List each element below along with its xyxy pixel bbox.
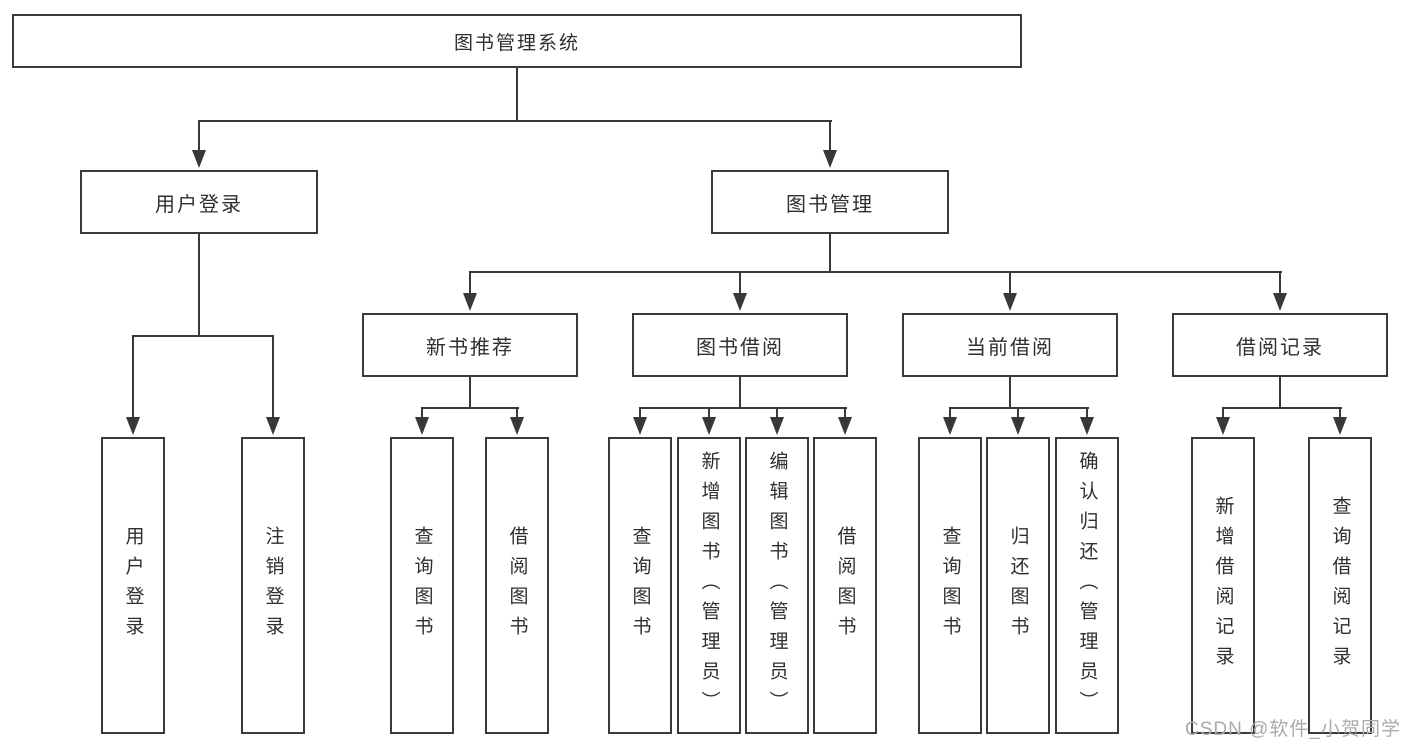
connector-line (829, 234, 831, 272)
connector-line (198, 120, 832, 122)
arrow-down-icon (733, 293, 747, 311)
csdn-watermark: CSDN @软件_小贺同学 (1185, 719, 1401, 740)
connector-line (739, 271, 741, 295)
leaf-cb-return-books: 归还图书 (986, 437, 1050, 734)
leaf-br-add-record: 新增借阅记录 (1191, 437, 1255, 734)
connector-line (132, 335, 274, 337)
leaf-label: 借阅图书 (506, 525, 528, 646)
connector-line (421, 407, 519, 409)
node-label: 图书借阅 (696, 336, 784, 359)
leaf-label: 注销登录 (262, 525, 284, 646)
node-book-management: 图书管理 (711, 170, 949, 234)
connector-line (1222, 407, 1342, 409)
connector-line (198, 120, 200, 151)
arrow-down-icon (702, 417, 716, 435)
leaf-cb-query-books: 查询图书 (918, 437, 982, 734)
arrow-down-icon (943, 417, 957, 435)
arrow-down-icon (510, 417, 524, 435)
connector-line (1222, 407, 1224, 418)
leaf-label: 新增借阅记录 (1212, 495, 1234, 676)
node-label: 新书推荐 (426, 336, 514, 359)
connector-line (639, 407, 641, 418)
arrow-down-icon (1273, 293, 1287, 311)
arrow-down-icon (1080, 417, 1094, 435)
node-label: 当前借阅 (966, 336, 1054, 359)
leaf-label: 归还图书 (1007, 525, 1029, 646)
leaf-bb-borrow-books: 借阅图书 (813, 437, 877, 734)
node-book-borrow: 图书借阅 (632, 313, 848, 377)
node-current-borrow: 当前借阅 (902, 313, 1118, 377)
node-label: 用户登录 (155, 193, 243, 216)
connector-line (739, 377, 741, 409)
connector-line (516, 407, 518, 418)
leaf-label: 查询图书 (629, 525, 651, 646)
node-user-login: 用户登录 (80, 170, 318, 234)
node-label: 图书管理 (786, 193, 874, 216)
connector-line (469, 377, 471, 409)
arrow-down-icon (633, 417, 647, 435)
arrow-down-icon (838, 417, 852, 435)
connector-line (1017, 407, 1019, 418)
leaf-nb-borrow-books: 借阅图书 (485, 437, 549, 734)
node-label: 借阅记录 (1236, 336, 1324, 359)
arrow-down-icon (463, 293, 477, 311)
leaf-label: 编辑图书（管理员） (766, 450, 788, 721)
node-library-system: 图书管理系统 (12, 14, 1022, 68)
connector-line (949, 407, 951, 418)
leaf-logout: 注销登录 (241, 437, 305, 734)
connector-line (1279, 271, 1281, 295)
leaf-label: 确认归还（管理员） (1076, 450, 1098, 721)
connector-line (1279, 377, 1281, 409)
leaf-bb-edit-books: 编辑图书（管理员） (745, 437, 809, 734)
leaf-label: 查询借阅记录 (1329, 495, 1351, 676)
arrow-down-icon (1011, 417, 1025, 435)
arrow-down-icon (192, 150, 206, 168)
node-borrow-records: 借阅记录 (1172, 313, 1388, 377)
arrow-down-icon (415, 417, 429, 435)
node-new-book-recommend: 新书推荐 (362, 313, 578, 377)
leaf-bb-query-books: 查询图书 (608, 437, 672, 734)
connector-line (1339, 407, 1341, 418)
leaf-label: 用户登录 (122, 525, 144, 646)
arrow-down-icon (266, 417, 280, 435)
connector-line (949, 407, 1089, 409)
arrow-down-icon (1333, 417, 1347, 435)
leaf-bb-add-books: 新增图书（管理员） (677, 437, 741, 734)
connector-line (469, 271, 1282, 273)
connector-line (421, 407, 423, 418)
connector-line (469, 271, 471, 295)
leaf-cb-confirm-return: 确认归还（管理员） (1055, 437, 1119, 734)
connector-line (1009, 377, 1011, 409)
arrow-down-icon (1003, 293, 1017, 311)
leaf-br-query-record: 查询借阅记录 (1308, 437, 1372, 734)
arrow-down-icon (770, 417, 784, 435)
node-label: 图书管理系统 (453, 32, 580, 54)
connector-line (1009, 271, 1011, 295)
connector-line (132, 335, 134, 418)
connector-line (844, 407, 846, 418)
arrow-down-icon (1216, 417, 1230, 435)
connector-line (516, 68, 518, 120)
leaf-label: 新增图书（管理员） (698, 450, 720, 721)
connector-line (198, 234, 200, 337)
arrow-down-icon (126, 417, 140, 435)
leaf-label: 查询图书 (411, 525, 433, 646)
connector-line (1086, 407, 1088, 418)
leaf-nb-query-books: 查询图书 (390, 437, 454, 734)
connector-line (272, 335, 274, 418)
leaf-label: 查询图书 (939, 525, 961, 646)
arrow-down-icon (823, 150, 837, 168)
leaf-label: 借阅图书 (834, 525, 856, 646)
leaf-user-login: 用户登录 (101, 437, 165, 734)
connector-line (708, 407, 710, 418)
connector-line (639, 407, 847, 409)
connector-line (776, 407, 778, 418)
connector-line (829, 120, 831, 151)
